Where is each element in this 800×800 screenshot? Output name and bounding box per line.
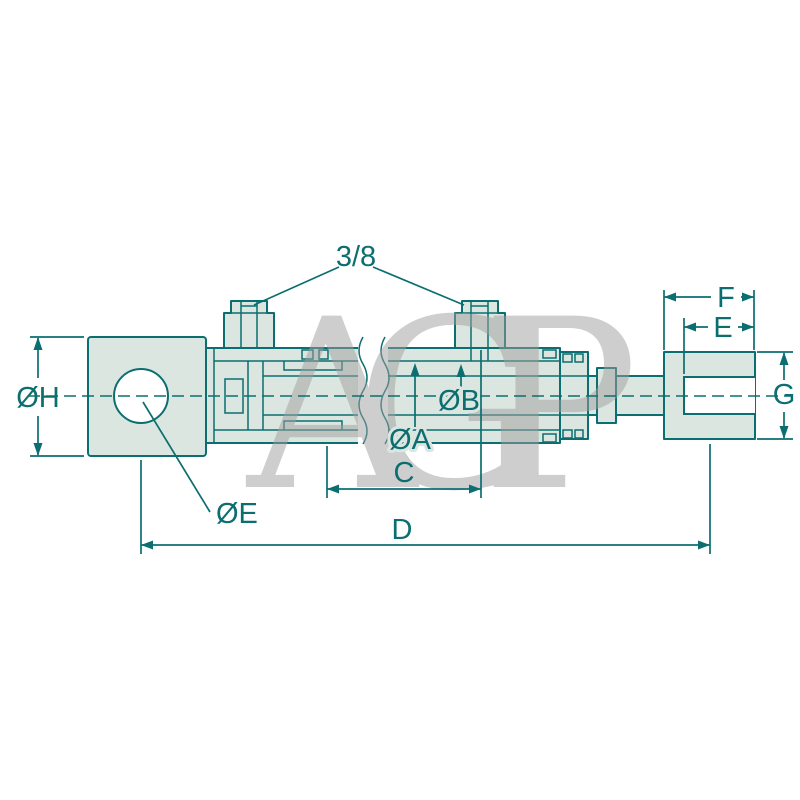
label-dia-g: G <box>773 379 796 411</box>
arrow-up-icon <box>779 352 789 365</box>
label-len-f: F <box>717 282 735 314</box>
arrow-right-icon <box>742 322 754 332</box>
dim-d-extension-lines <box>140 444 711 554</box>
break-wave-right <box>380 336 390 445</box>
dimensions: ØH ØE 3/8 ØA ØB C <box>16 241 795 554</box>
arrow-right-icon <box>742 292 754 302</box>
label-dia-b: ØB <box>438 385 480 417</box>
label-len-d: D <box>392 514 413 546</box>
arrow-left-icon <box>684 322 696 332</box>
seal-left-1 <box>301 349 314 360</box>
label-thread-size: 3/8 <box>336 241 376 273</box>
gland-seal-3 <box>562 429 573 439</box>
arrow-left-icon <box>141 540 153 550</box>
dim-g: G <box>757 351 796 440</box>
label-dia-a: ØA <box>389 424 432 456</box>
label-dia-e: ØE <box>216 498 258 530</box>
arrow-down-icon <box>33 443 43 456</box>
arrow-up-icon <box>33 337 43 350</box>
arrow-left-icon <box>327 484 339 494</box>
thread-leader-lines <box>253 266 465 306</box>
dim-e: E <box>683 312 754 374</box>
dim-diameter-h: ØH <box>16 336 84 457</box>
arrow-up-icon <box>410 363 420 376</box>
dim-c: C <box>326 350 482 498</box>
arrow-right-icon <box>698 540 710 550</box>
arrow-up-icon <box>456 364 466 377</box>
port-right-bore <box>462 301 498 361</box>
dim-diameter-a: ØA <box>386 363 435 459</box>
dim-diameter-e: ØE <box>142 401 258 530</box>
label-dia-h: ØH <box>16 382 60 414</box>
label-len-c: C <box>394 457 415 489</box>
dim-diameter-b: ØB <box>435 364 483 420</box>
internal-detail-lines <box>213 301 588 443</box>
dim-f-extension-lines <box>663 290 755 350</box>
break-lines <box>358 336 390 448</box>
gland-seal-2 <box>574 353 584 363</box>
dim-f: F <box>663 282 755 350</box>
arrow-left-icon <box>664 292 676 302</box>
rod-lines-left <box>263 375 360 416</box>
sleeve-step-top <box>283 361 343 371</box>
seal-left-2 <box>318 349 329 360</box>
dim-d: D <box>140 444 711 554</box>
dim-e-leader-line <box>142 401 211 513</box>
label-len-e: E <box>713 312 732 344</box>
arrow-down-icon <box>779 426 789 439</box>
lock-ring-top <box>542 349 557 359</box>
gland-seal-1 <box>562 353 573 363</box>
port-left-bore <box>231 301 267 348</box>
bore-lines-right <box>385 360 560 431</box>
gland-seal-4 <box>574 429 584 439</box>
bore-lines-left <box>214 360 360 431</box>
arrow-right-icon <box>469 484 481 494</box>
sleeve-step-bottom <box>283 420 343 430</box>
dim-thread-callout: 3/8 <box>253 241 465 306</box>
lock-ring-bottom <box>542 433 557 443</box>
dim-g-extension-lines <box>757 351 793 440</box>
break-wave-left <box>358 336 368 445</box>
dim-h-extension-lines <box>30 336 84 457</box>
piston-nut <box>224 378 244 414</box>
